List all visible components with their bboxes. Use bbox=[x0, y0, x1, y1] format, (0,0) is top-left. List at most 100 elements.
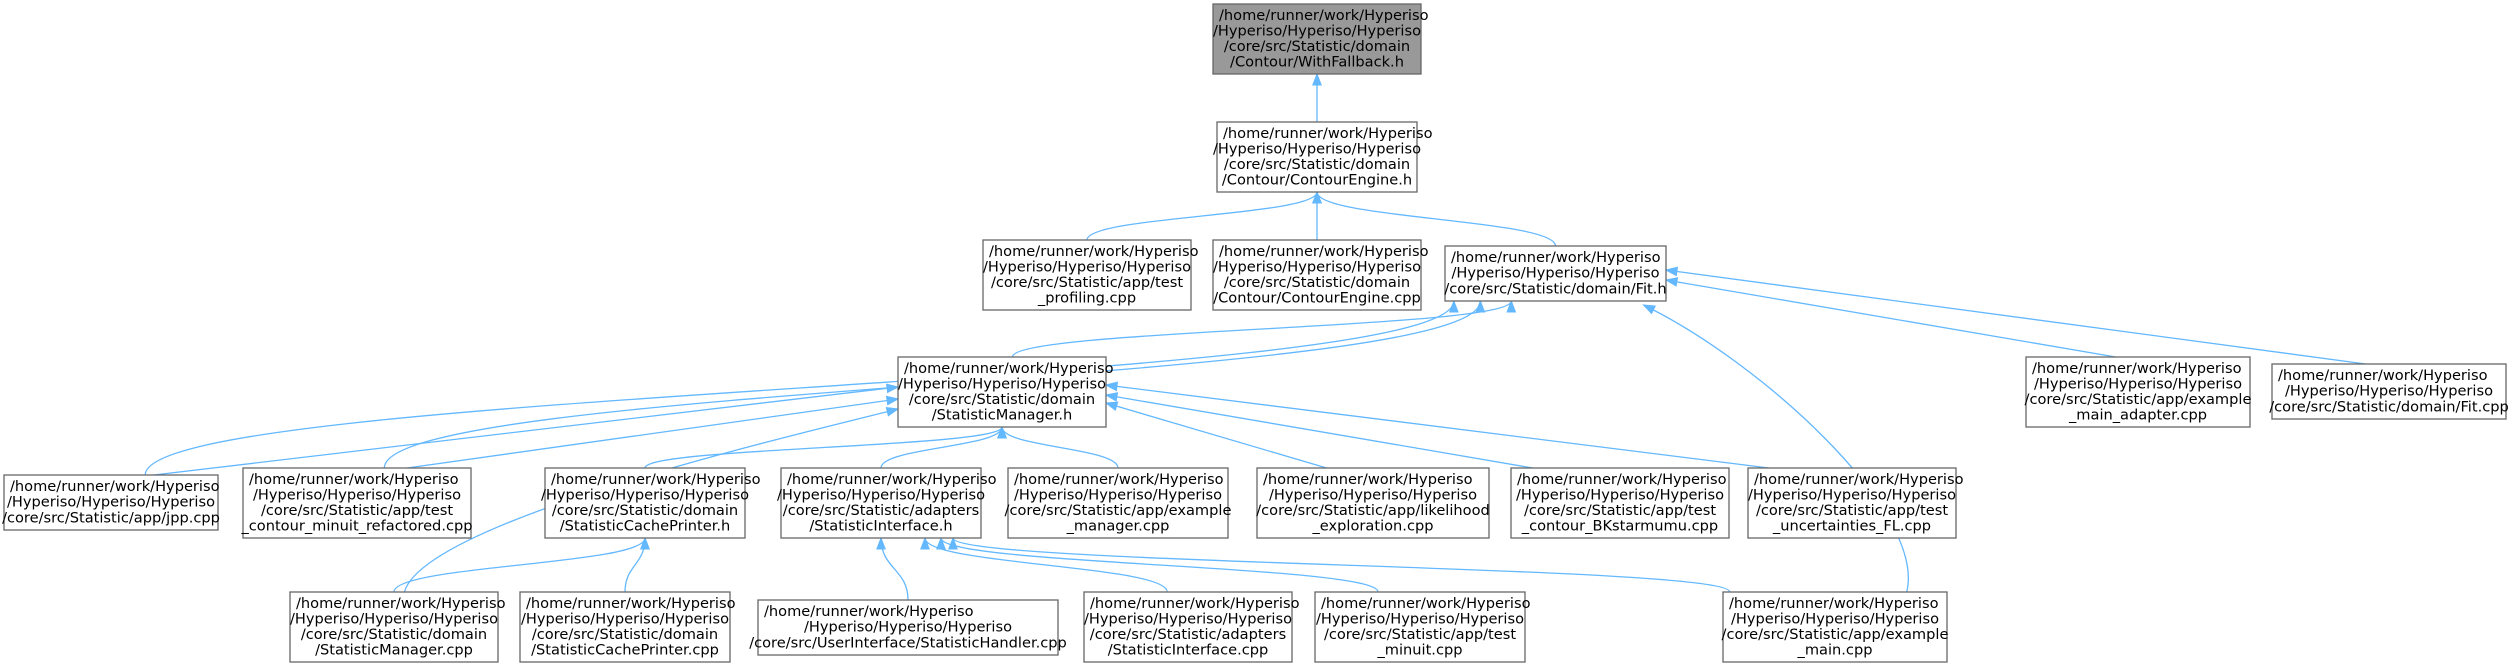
edge-line bbox=[644, 426, 1003, 469]
node-label-line: _manager.cpp bbox=[1066, 518, 1170, 535]
node-label-line: /StatisticCachePrinter.h bbox=[560, 518, 731, 535]
edge-arrowhead bbox=[1664, 266, 1679, 277]
node-label-line: /home/runner/work/Hyperiso bbox=[1729, 595, 1939, 612]
node-label-line: /home/runner/work/Hyperiso bbox=[787, 471, 997, 488]
edge-line bbox=[1001, 426, 1119, 469]
node-n13[interactable]: /home/runner/work/Hyperiso/Hyperiso/Hype… bbox=[1256, 467, 1490, 539]
node-n7[interactable]: /home/runner/work/Hyperiso/Hyperiso/Hype… bbox=[2269, 363, 2509, 420]
edge-arrowhead bbox=[936, 536, 946, 550]
node-box bbox=[1722, 591, 1948, 663]
edge-n20-to-n11 bbox=[936, 536, 1379, 593]
node-n8[interactable]: /home/runner/work/Hyperiso/Hyperiso/Hype… bbox=[2, 474, 220, 531]
node-label-line: /home/runner/work/Hyperiso bbox=[764, 603, 974, 620]
edge-arrowhead bbox=[1642, 304, 1656, 315]
edge-n16-to-n10 bbox=[393, 536, 650, 593]
edge-line bbox=[940, 537, 1379, 593]
edge-line bbox=[952, 537, 1731, 593]
node-n21[interactable]: /home/runner/work/Hyperiso/Hyperiso/Hype… bbox=[1722, 591, 1949, 663]
node-label-line: /Hyperiso/Hyperiso/Hyperiso bbox=[541, 486, 749, 503]
edge-n21-to-n11 bbox=[948, 536, 1731, 593]
node-box bbox=[2271, 363, 2507, 420]
node-label-line: /core/src/Statistic/domain bbox=[1224, 274, 1410, 291]
node-label-line: /StatisticInterface.cpp bbox=[1108, 642, 1269, 659]
node-n16[interactable]: /home/runner/work/Hyperiso/Hyperiso/Hype… bbox=[289, 591, 506, 663]
node-root: /home/runner/work/Hyperiso/Hyperiso/Hype… bbox=[1212, 3, 1429, 75]
node-label-line: /core/src/Statistic/domain bbox=[1224, 156, 1410, 173]
node-label-line: /Hyperiso/Hyperiso/Hyperiso bbox=[1014, 486, 1222, 503]
node-box bbox=[897, 356, 1107, 428]
node-box bbox=[1256, 467, 1490, 539]
node-label-line: /core/src/Statistic/app/test bbox=[261, 502, 453, 519]
edge-n19-to-n11 bbox=[920, 536, 1168, 593]
node-label-line: _main.cpp bbox=[1797, 642, 1873, 659]
node-n1[interactable]: /home/runner/work/Hyperiso/Hyperiso/Hype… bbox=[1213, 121, 1433, 193]
node-label-line: /home/runner/work/Hyperiso bbox=[1014, 471, 1224, 488]
node-label-line: _contour_minuit_refactored.cpp bbox=[240, 518, 472, 535]
node-label-line: /StatisticManager.cpp bbox=[315, 642, 473, 659]
edge-line bbox=[880, 426, 1003, 469]
node-label-line: _profiling.cpp bbox=[1037, 290, 1136, 307]
node-n3[interactable]: /home/runner/work/Hyperiso/Hyperiso/Hype… bbox=[1212, 239, 1429, 311]
edge-line bbox=[407, 398, 899, 469]
node-n5[interactable]: /home/runner/work/Hyperiso/Hyperiso/Hype… bbox=[897, 356, 1114, 428]
node-label-line: _exploration.cpp bbox=[1312, 518, 1434, 535]
node-label-line: /core/src/Statistic/adapters bbox=[783, 502, 979, 519]
edge-line bbox=[1105, 402, 1327, 469]
node-n10[interactable]: /home/runner/work/Hyperiso/Hyperiso/Hype… bbox=[541, 467, 761, 539]
node-n15[interactable]: /home/runner/work/Hyperiso/Hyperiso/Hype… bbox=[1747, 467, 1964, 539]
edge-line bbox=[144, 300, 1455, 476]
node-n12[interactable]: /home/runner/work/Hyperiso/Hyperiso/Hype… bbox=[1005, 467, 1232, 539]
node-box bbox=[982, 239, 1192, 311]
edge-arrowhead bbox=[1448, 299, 1459, 313]
node-label-line: /core/src/Statistic/domain bbox=[909, 391, 1095, 408]
edges-layer bbox=[144, 72, 2366, 601]
node-n4[interactable]: /home/runner/work/Hyperiso/Hyperiso/Hype… bbox=[1444, 245, 1667, 302]
edge-line bbox=[1643, 304, 1909, 593]
node-box bbox=[1212, 239, 1422, 311]
node-label-line: /home/runner/work/Hyperiso bbox=[1090, 595, 1300, 612]
edge-arrowhead bbox=[948, 536, 958, 550]
node-label-line: /home/runner/work/Hyperiso bbox=[2278, 367, 2488, 384]
node-label-line: /Hyperiso/Hyperiso/Hyperiso bbox=[777, 486, 985, 503]
edge-n13-to-n5 bbox=[1104, 401, 1327, 469]
node-label-line: /Hyperiso/Hyperiso/Hyperiso bbox=[1213, 22, 1421, 39]
node-n18[interactable]: /home/runner/work/Hyperiso/Hyperiso/Hype… bbox=[749, 599, 1067, 656]
node-n20[interactable]: /home/runner/work/Hyperiso/Hyperiso/Hype… bbox=[1314, 591, 1531, 663]
node-n11[interactable]: /home/runner/work/Hyperiso/Hyperiso/Hype… bbox=[777, 467, 997, 539]
node-label-line: /core/src/Statistic/domain/Fit.cpp bbox=[2269, 398, 2509, 415]
node-label-line: /home/runner/work/Hyperiso bbox=[296, 595, 506, 612]
edge-arrowhead bbox=[1312, 190, 1322, 204]
node-box bbox=[1444, 245, 1667, 302]
node-n19[interactable]: /home/runner/work/Hyperiso/Hyperiso/Hype… bbox=[1083, 591, 1300, 663]
node-box bbox=[1314, 591, 1526, 663]
node-box bbox=[242, 467, 472, 539]
edge-arrowhead bbox=[1475, 299, 1486, 313]
edge-arrowhead bbox=[886, 383, 900, 394]
edge-n7-to-n4 bbox=[1664, 266, 2366, 365]
node-n2[interactable]: /home/runner/work/Hyperiso/Hyperiso/Hype… bbox=[982, 239, 1199, 311]
edge-n12-to-n5 bbox=[997, 425, 1119, 469]
edge-line bbox=[1316, 191, 1557, 247]
node-box bbox=[2025, 356, 2251, 428]
edge-arrowhead bbox=[1104, 401, 1119, 411]
node-label-line: /Contour/WithFallback.h bbox=[1230, 54, 1404, 71]
node-label-line: /core/src/Statistic/domain bbox=[1224, 38, 1410, 55]
node-label-line: /Hyperiso/Hyperiso/Hyperiso bbox=[1516, 486, 1724, 503]
node-label-line: /core/src/Statistic/app/example bbox=[2025, 391, 2252, 408]
edge-arrowhead bbox=[1312, 72, 1322, 86]
node-label-line: /Hyperiso/Hyperiso/Hyperiso bbox=[521, 610, 729, 627]
node-n6[interactable]: /home/runner/work/Hyperiso/Hyperiso/Hype… bbox=[2025, 356, 2252, 428]
node-n14[interactable]: /home/runner/work/Hyperiso/Hyperiso/Hype… bbox=[1510, 467, 1730, 539]
node-n17[interactable]: /home/runner/work/Hyperiso/Hyperiso/Hype… bbox=[519, 591, 736, 663]
node-label-line: /home/runner/work/Hyperiso bbox=[904, 360, 1114, 377]
edge-n6-to-n4 bbox=[1664, 277, 2116, 358]
node-n9[interactable]: /home/runner/work/Hyperiso/Hyperiso/Hype… bbox=[240, 467, 473, 539]
edge-arrowhead bbox=[1104, 392, 1119, 402]
edge-n17-to-n10 bbox=[624, 536, 650, 593]
node-label-line: /home/runner/work/Hyperiso bbox=[249, 471, 459, 488]
edge-arrowhead bbox=[640, 536, 650, 550]
node-box bbox=[1212, 3, 1422, 75]
node-box bbox=[519, 591, 731, 663]
node-box bbox=[757, 599, 1059, 656]
node-label-line: /home/runner/work/Hyperiso bbox=[1451, 249, 1661, 266]
